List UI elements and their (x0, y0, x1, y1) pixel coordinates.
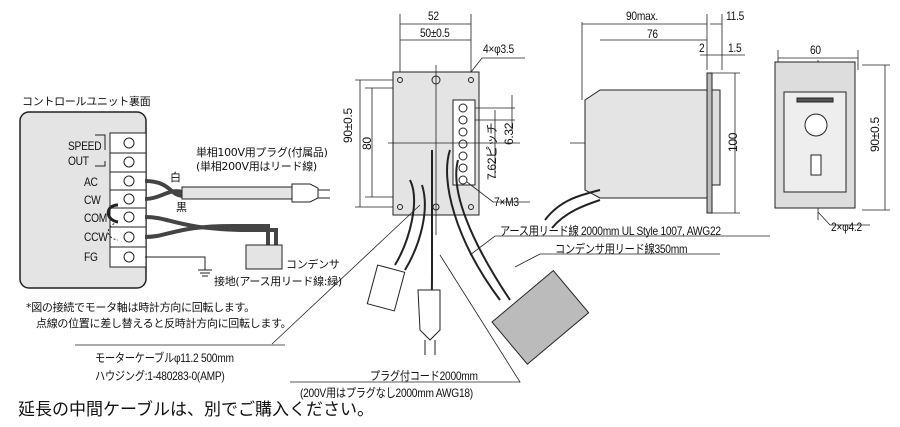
ground-icon (145, 256, 212, 277)
rear-panel (783, 91, 847, 193)
rear-dim-holes: 2×φ4.2 (831, 220, 862, 234)
terminal-label-speed: SPEED (68, 139, 102, 153)
control-unit-title: コントロールユニット裏面 (22, 95, 151, 108)
ground-lead-label: アース用リード線 2000mm UL Style 1007, AWG22 (500, 224, 721, 238)
motor-side-view (584, 89, 708, 199)
capacitor-label: コンデンサ (286, 258, 340, 271)
rear-dim-width: 60 (810, 43, 821, 57)
terminal-label-com: COM (84, 211, 108, 225)
dim-width-pitch: 50±0.5 (420, 26, 450, 40)
dim-flange: 2 (699, 41, 705, 55)
rear-dim-height: 90±0.5 (868, 117, 882, 152)
motor-cable-label: モーターケーブルφ11.2 500mm (95, 351, 234, 365)
terminal-screws (123, 137, 135, 263)
capacitor-lead-label: コンデンサ用リード線350mm (555, 242, 688, 256)
capacitor-icon (245, 244, 283, 270)
front-terminals (458, 103, 468, 185)
terminal-label-ac: AC (84, 175, 98, 189)
plug-label: 単相100V用プラグ(付属品) (196, 146, 328, 159)
rear-switch (810, 154, 822, 176)
dimension-lines (75, 14, 890, 383)
terminal-label-ccw: CCW (84, 230, 108, 244)
plug-note: (単相200V用はリード線) (196, 160, 317, 173)
motor-connector-housing (366, 264, 406, 312)
dim-pitch: 7.62ピッチ (485, 122, 499, 180)
terminal-label-out: OUT (68, 154, 89, 168)
plug-icon (291, 183, 319, 203)
dim-screws: 7×M3 (494, 195, 519, 209)
power-cord (181, 186, 293, 200)
dim-offset-2: 1.5 (728, 41, 742, 55)
plug-pins (318, 189, 330, 199)
ground-label: 接地(アース用リード線:緑) (214, 275, 342, 288)
plug-cord-note: (200V用はプラグなし2000mm AWG18) (300, 386, 473, 400)
motor-flange (706, 72, 713, 214)
power-wires (144, 179, 278, 245)
note-line-2: 点線の位置に差し替えると反時計方向に回転します。 (36, 317, 292, 330)
wire-black-label: 黒 (176, 201, 187, 214)
rear-slot (796, 97, 834, 103)
housing-label: ハウジング:1-480283-0(AMP) (95, 369, 225, 383)
dim-holes: 4×φ3.5 (483, 42, 514, 56)
dim-length-body: 76 (647, 27, 658, 41)
rear-dial (804, 113, 828, 137)
wire-white-label: 白 (170, 171, 181, 184)
motor-boss (711, 89, 721, 186)
note-line-1: *図の接続でモータ軸は時計方向に回転します。 (26, 301, 255, 314)
dim-length-max: 90max. (626, 9, 658, 23)
motor-capacitor-icon (491, 269, 590, 365)
plug-cord-label: プラグ付コード2000mm (370, 369, 478, 383)
speed-out-bracket (95, 134, 106, 167)
jumper-wire-dashed (107, 221, 119, 241)
motor-plug-icon (417, 289, 441, 341)
jumper-wire (106, 203, 119, 224)
terminal-label-fg: FG (84, 250, 98, 264)
dim-height-pitch: 90±0.5 (341, 108, 355, 143)
dim-height: 100 (726, 132, 740, 152)
side-cable (544, 189, 601, 229)
terminal-label-cw: CW (84, 193, 101, 207)
dim-height-inner: 80 (360, 137, 374, 150)
dim-width-outer: 52 (428, 9, 439, 23)
dim-offset-1: 11.5 (726, 9, 745, 23)
footer-note: 延長の中間ケーブルは、別でご購入ください。 (18, 400, 374, 420)
motor-plug-pins (424, 340, 436, 355)
dim-pitch2: 6.32 (502, 122, 516, 145)
